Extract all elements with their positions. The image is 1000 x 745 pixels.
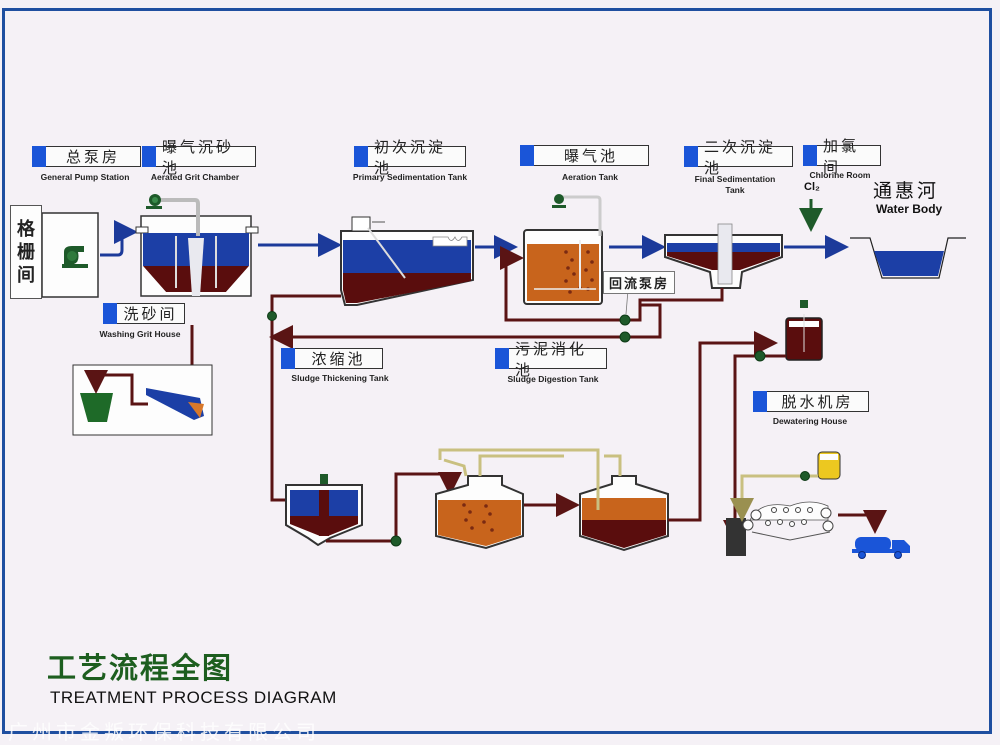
screen-char: 间 <box>17 264 35 286</box>
truck-icon <box>852 537 910 559</box>
label-pump-station: 总泵房 <box>32 146 141 167</box>
label-washing: 洗砂间 <box>103 303 185 324</box>
caption-aeration: Aeration Tank <box>561 172 619 182</box>
water-body-name: 通惠河 <box>873 180 940 202</box>
primary-sedimentation-tank <box>340 216 474 306</box>
watermark: 广州市金叛环保科技有限公司 <box>8 720 320 744</box>
sludge-cake-pipe <box>838 510 887 534</box>
water-body <box>850 237 966 279</box>
label-thickening: 浓缩池 <box>281 348 383 369</box>
return-sludge-pipe <box>500 246 724 322</box>
return-pump-house-label: 回流泵房 <box>603 271 676 294</box>
label-text: 脱水机房 <box>767 391 869 412</box>
pump-valve-icon <box>619 331 631 343</box>
polymer-pipe <box>730 474 818 522</box>
sludge-conditioning-tank <box>785 300 823 361</box>
final-sedimentation-tank <box>664 223 783 289</box>
pump-station <box>41 212 99 298</box>
washing-grit-house <box>72 364 213 436</box>
label-text: 初次沉淀池 <box>368 138 466 177</box>
polymer-tank <box>817 451 841 480</box>
caption-aerated-grit: Aerated Grit Chamber <box>150 172 240 182</box>
label-aeration: 曝气池 <box>520 145 649 166</box>
caption-pump-station: General Pump Station <box>40 172 130 182</box>
label-dewatering: 脱水机房 <box>753 391 869 412</box>
caption-chlorine: Chlorine Room <box>809 170 871 180</box>
caption-final: Final Sedimentation Tank <box>694 174 776 195</box>
aeration-tank <box>523 194 603 305</box>
label-text: 洗砂间 <box>117 303 185 324</box>
label-text: 曝气沉砂池 <box>156 138 256 177</box>
gas-pipes <box>438 448 622 510</box>
digestion-tank-1 <box>435 475 524 550</box>
diagram-title-cn: 工艺流程全图 <box>47 651 234 685</box>
belt-press <box>726 501 834 556</box>
caption-primary: Primary Sedimentation Tank <box>352 172 468 182</box>
label-primary: 初次沉淀池 <box>354 138 466 177</box>
diagram-frame <box>2 8 992 734</box>
caption-dewatering: Dewatering House <box>772 416 848 426</box>
conditioned-sludge-pipe <box>723 354 786 544</box>
digestion-tank-2 <box>579 475 669 552</box>
flow-pipe-to-grit <box>100 220 138 257</box>
pump-valve-icon <box>800 471 810 481</box>
sludge-thickening-tank <box>285 474 363 547</box>
thickened-sludge-pipe <box>326 472 462 543</box>
pump-valve-icon <box>267 311 277 321</box>
digested-sludge-pipe <box>668 331 778 522</box>
caption-digestion: Sludge Digestion Tank <box>507 374 599 384</box>
label-chlorine: 加氯间 <box>803 137 881 176</box>
screen-char: 栅 <box>17 241 35 263</box>
pump-valve-icon <box>754 350 766 362</box>
chlorine-gas-label: Cl₂ <box>804 181 820 193</box>
blower-icon <box>552 194 566 208</box>
label-text: 曝气池 <box>534 145 649 166</box>
label-text: 二次沉淀池 <box>698 138 793 177</box>
label-text: 总泵房 <box>46 146 141 167</box>
caption-washing: Washing Grit House <box>99 329 181 339</box>
label-digestion: 污泥消化池 <box>495 340 607 379</box>
screen-char: 格 <box>17 218 35 240</box>
blower-icon <box>146 194 162 209</box>
aerated-grit-chamber <box>135 194 259 297</box>
label-final: 二次沉淀池 <box>684 138 793 177</box>
screen-house-label: 格 栅 间 <box>10 205 42 299</box>
water-body-caption: Water Body <box>876 202 943 216</box>
label-text: 加氯间 <box>817 137 881 176</box>
caption-thickening: Sludge Thickening Tank <box>291 373 389 383</box>
pump-valve-icon <box>390 535 402 547</box>
label-aerated-grit: 曝气沉砂池 <box>142 138 256 177</box>
pump-icon <box>62 246 88 268</box>
pump-valve-icon <box>619 314 631 326</box>
label-text: 污泥消化池 <box>509 340 607 379</box>
diagram-title-en: TREATMENT PROCESS DIAGRAM <box>50 688 337 707</box>
label-text: 浓缩池 <box>295 348 383 369</box>
excess-sludge-pipe <box>269 303 662 349</box>
primary-sludge-pipe <box>270 294 341 502</box>
